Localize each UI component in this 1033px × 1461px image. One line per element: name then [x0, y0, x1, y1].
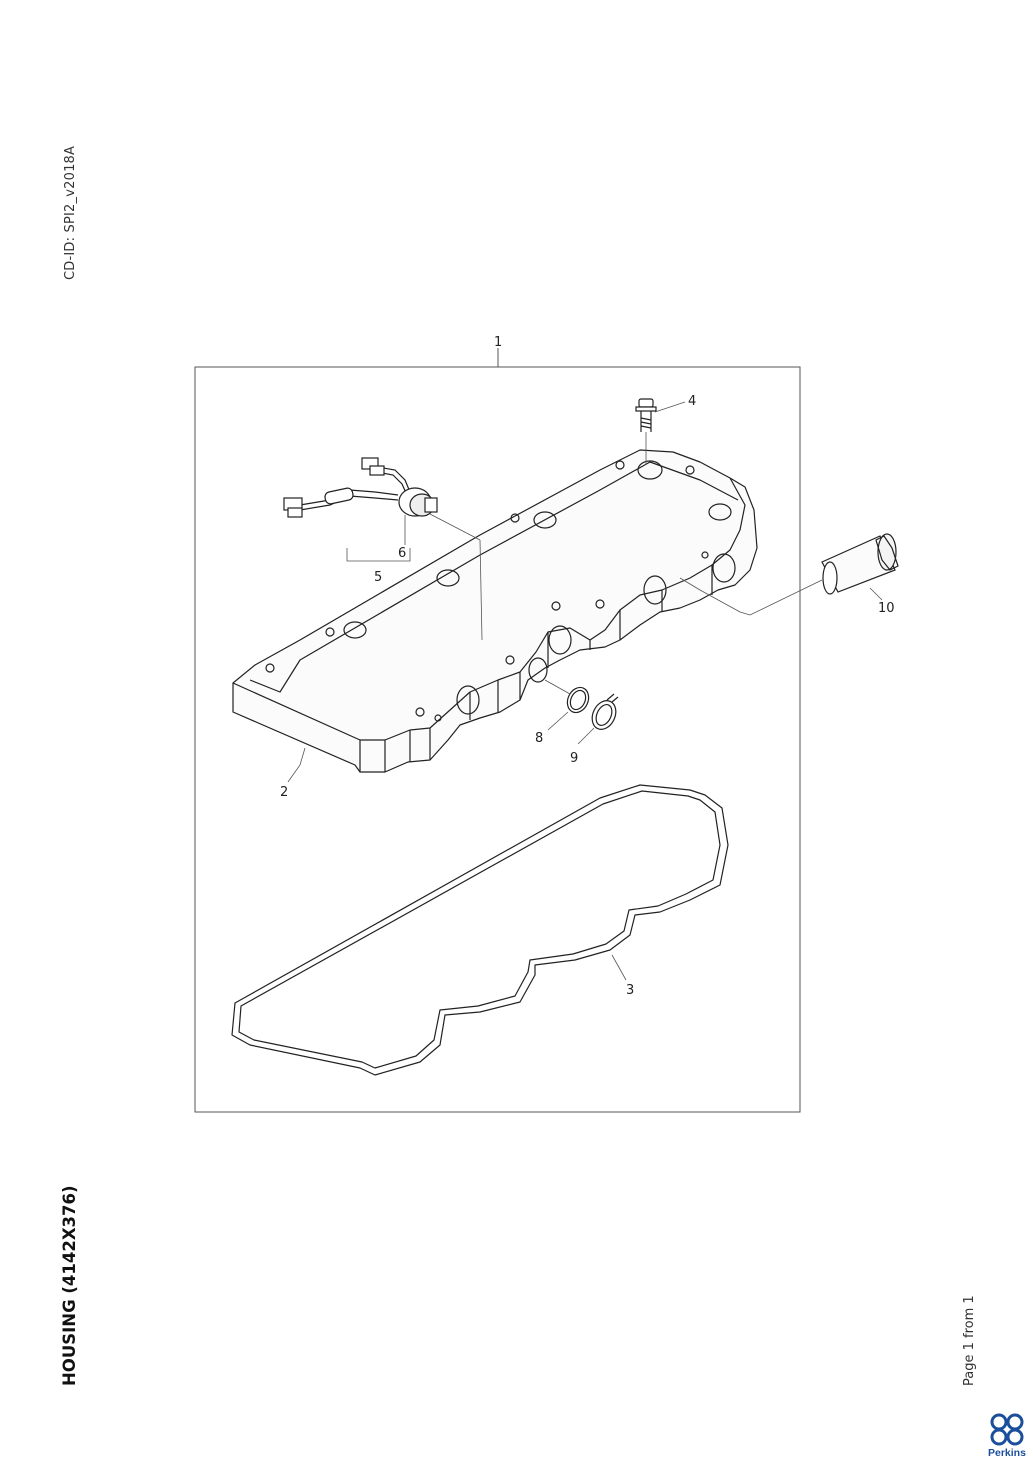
callout-8: 8	[535, 731, 543, 746]
leader-line-4	[654, 401, 686, 413]
circlip	[591, 693, 619, 730]
callout-1: 1	[494, 335, 502, 350]
brand-name: Perkins	[988, 1447, 1026, 1459]
leader-ring-axis	[544, 679, 571, 695]
sleeve-plug	[821, 533, 899, 595]
leader-line-3	[611, 954, 627, 981]
leader-harness-to-cover	[429, 513, 481, 541]
leader-line-10	[869, 587, 883, 601]
leader-line-9	[577, 727, 595, 745]
callout-4: 4	[688, 394, 696, 409]
callout-5: 5	[374, 570, 382, 585]
leader-line-2	[287, 747, 306, 783]
valve-cover-housing	[232, 449, 758, 773]
callout-10: 10	[878, 601, 895, 616]
bracket-5	[346, 548, 411, 562]
leader-line-8	[547, 711, 569, 731]
callout-6: 6	[398, 546, 406, 561]
callout-2: 2	[280, 785, 288, 800]
callout-3: 3	[626, 983, 634, 998]
perkins-logo	[990, 1413, 1024, 1446]
leader-harness-down	[479, 539, 483, 641]
bolt	[635, 398, 657, 465]
leader-plug-line	[679, 577, 823, 616]
cover-gasket	[231, 784, 729, 1076]
o-ring	[566, 686, 590, 714]
callout-9: 9	[570, 751, 578, 766]
wiring-harness	[283, 457, 438, 545]
